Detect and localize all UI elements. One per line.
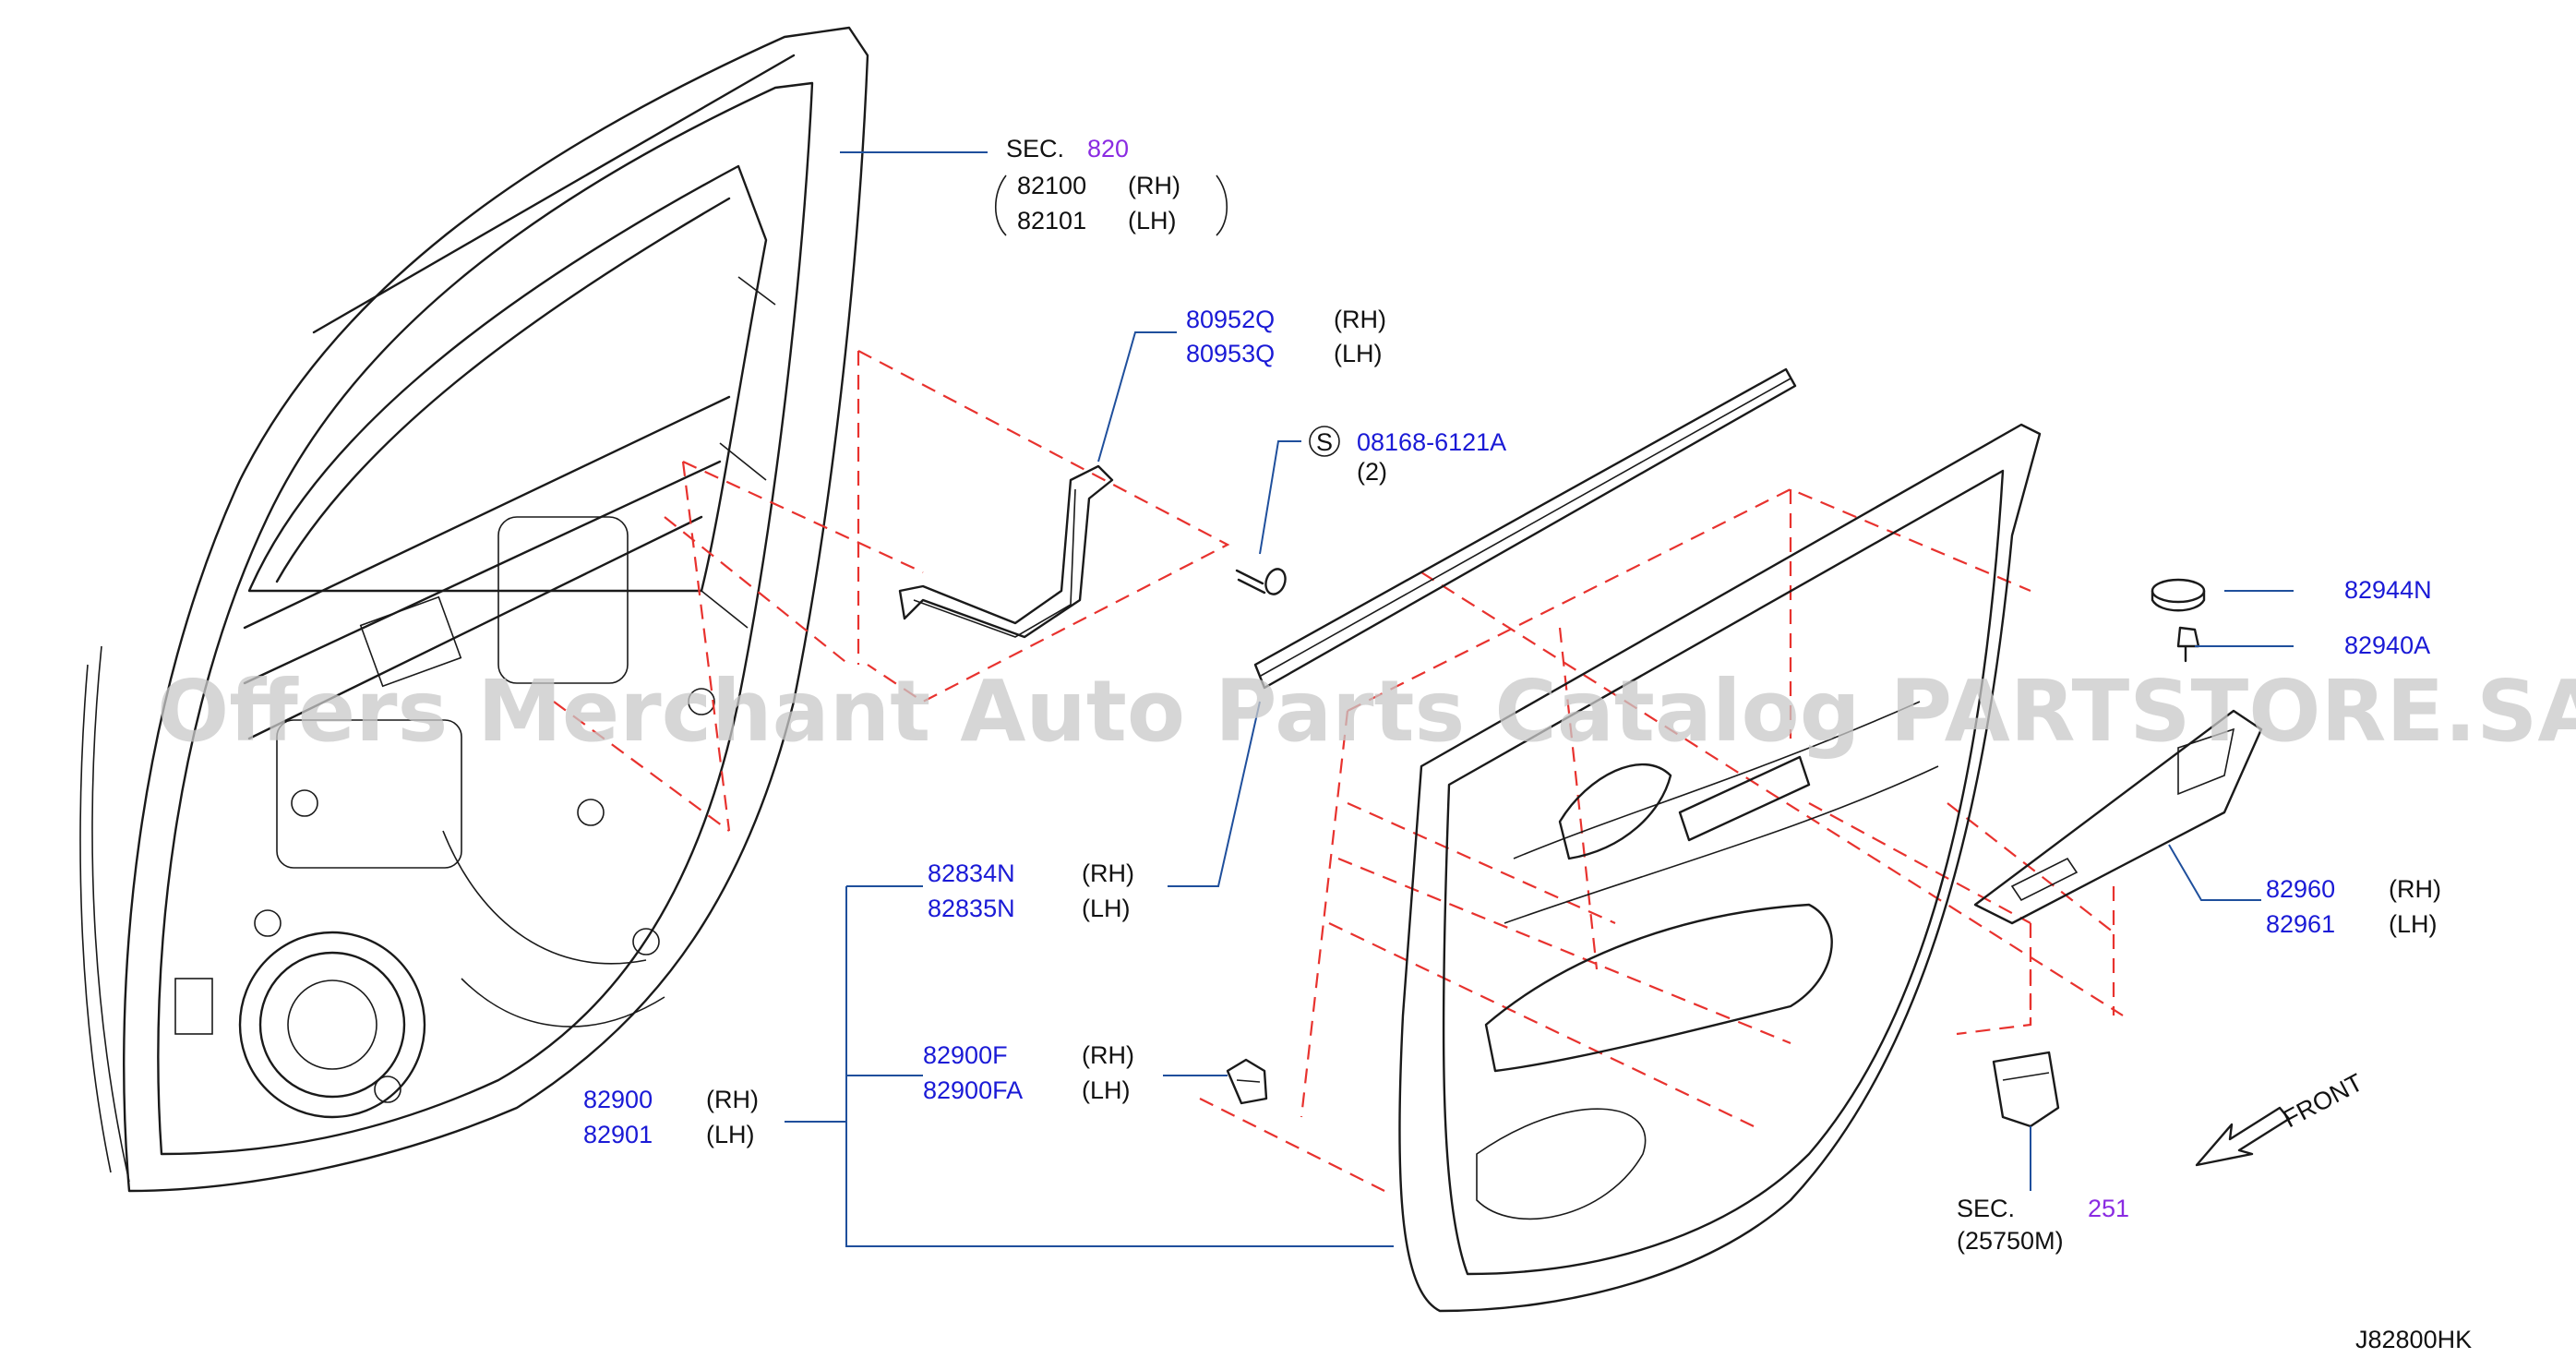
sec-251-prefix: SEC.	[1957, 1195, 2015, 1222]
trim-assy-side-rh: (RH)	[706, 1086, 759, 1113]
weatherstrip-side-lh: (LH)	[1082, 895, 1131, 922]
sec-251-ref: (25750M)	[1957, 1227, 2064, 1255]
bracket-side-lh: (LH)	[1334, 340, 1383, 367]
power-window-switch-drawing	[1992, 1051, 2060, 1128]
trim-assy-pn-lh[interactable]: 82901	[583, 1121, 653, 1148]
assembly-phantom-lines	[553, 350, 2124, 1192]
label-clip[interactable]: 82900F (RH) 82900FA (LH)	[923, 1041, 1134, 1104]
finisher-pn-rh[interactable]: 82960	[2266, 875, 2335, 903]
cap-and-bolt-drawing	[2151, 578, 2206, 663]
label-sec-820: SEC. 820 82100 (RH) 82101 (LH)	[995, 135, 1228, 236]
screw-marker: S	[1316, 428, 1333, 456]
finisher-pn-lh[interactable]: 82961	[2266, 910, 2335, 938]
finisher-side-rh: (RH)	[2389, 875, 2441, 903]
leader-lines	[785, 151, 2294, 1247]
bracket-pn-lh[interactable]: 80953Q	[1186, 340, 1275, 367]
label-trim-assy[interactable]: 82900 (RH) 82901 (LH)	[583, 1086, 759, 1148]
sec-820-side-rh: (RH)	[1128, 172, 1180, 199]
sec-820-prefix: SEC.	[1006, 135, 1064, 162]
switch-finisher-drawing	[1973, 709, 2263, 925]
trim-assy-side-lh: (LH)	[706, 1121, 755, 1148]
bracket-drawing	[898, 464, 1114, 639]
screw-pn[interactable]: 08168-6121A	[1357, 428, 1506, 456]
label-bracket[interactable]: 80952Q (RH) 80953Q (LH)	[1186, 306, 1386, 367]
sec-820-pn-rh: 82100	[1017, 172, 1086, 199]
front-label: FRONT	[2279, 1068, 2367, 1133]
clip-drawing	[1226, 1058, 1268, 1105]
diagram-code: J82800HK	[2355, 1326, 2472, 1353]
sec-820-pn-lh: 82101	[1017, 207, 1086, 234]
weatherstrip-pn-lh[interactable]: 82835N	[928, 895, 1015, 922]
door-trim-drawing	[1398, 423, 2042, 1313]
sec-251-number: 251	[2088, 1195, 2129, 1222]
label-switch-finisher[interactable]: 82960 (RH) 82961 (LH)	[2266, 875, 2441, 938]
finisher-side-lh: (LH)	[2389, 910, 2438, 938]
trim-assy-pn-rh[interactable]: 82900	[583, 1086, 653, 1113]
sec-820-side-lh: (LH)	[1128, 207, 1177, 234]
label-sec-251: SEC. 251 (25750M)	[1957, 1195, 2129, 1255]
rear-door-panel-drawing	[79, 26, 869, 1193]
front-direction-arrow	[2195, 1106, 2291, 1167]
weatherstrip-drawing	[1253, 367, 1797, 690]
clip-pn-rh[interactable]: 82900F	[923, 1041, 1008, 1069]
screw-drawing	[1235, 568, 1287, 595]
watermark-text: Offers Merchant Auto Parts Catalog PARTS…	[157, 662, 2576, 761]
screw-marker-circle	[1309, 426, 1340, 457]
bracket-side-rh: (RH)	[1334, 306, 1386, 333]
label-screw[interactable]: S 08168-6121A (2)	[1309, 426, 1506, 486]
cap-pn[interactable]: 82944N	[2344, 576, 2432, 604]
clip-side-lh: (LH)	[1082, 1076, 1131, 1104]
clip-side-rh: (RH)	[1082, 1041, 1134, 1069]
weatherstrip-side-rh: (RH)	[1082, 859, 1134, 887]
weatherstrip-pn-rh[interactable]: 82834N	[928, 859, 1015, 887]
bolt-pn[interactable]: 82940A	[2344, 631, 2430, 659]
bracket-pn-rh[interactable]: 80952Q	[1186, 306, 1275, 333]
screw-qty: (2)	[1357, 458, 1387, 486]
sec-820-number: 820	[1087, 135, 1129, 162]
clip-pn-lh[interactable]: 82900FA	[923, 1076, 1023, 1104]
label-weatherstrip[interactable]: 82834N (RH) 82835N (LH)	[928, 859, 1134, 922]
